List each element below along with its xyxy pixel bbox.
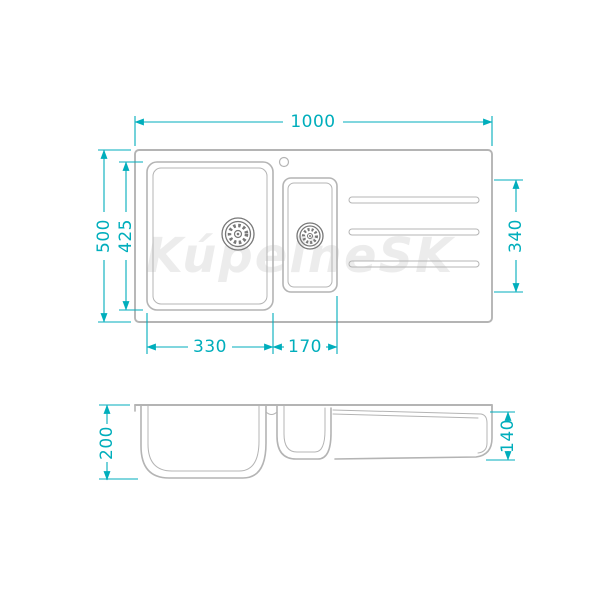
main-drain-grate	[227, 223, 249, 245]
top-view	[134, 149, 493, 323]
drainer-surface-bottom	[332, 413, 479, 419]
dim-label-overall-width: 1000	[290, 112, 335, 132]
drainer-surface-top	[332, 409, 482, 415]
half-drain-center	[309, 235, 311, 237]
drainer-groove	[348, 228, 480, 236]
drainer-groove	[348, 260, 480, 268]
dim-label-bowl-depth: 200	[97, 426, 117, 460]
main-bowl-section-outer	[140, 405, 267, 479]
main-drain-ring	[221, 217, 255, 251]
half-bowl-section-inner	[283, 405, 326, 453]
half-drain-grate	[302, 228, 318, 244]
main-drain-center	[236, 232, 240, 236]
drains	[221, 217, 324, 251]
half-bowl-inner-rim	[287, 182, 333, 288]
main-bowl-outer-rim	[146, 161, 274, 311]
main-drain-ring	[224, 220, 252, 248]
dim-label-end-depth: 140	[498, 419, 518, 453]
half-bowl-section-outer	[276, 405, 332, 460]
half-bowl-outer-rim	[282, 177, 338, 293]
main-bowl-section-inner	[147, 405, 260, 472]
side-view	[134, 404, 493, 479]
bowl-divider	[265, 411, 278, 415]
sink-outline	[134, 149, 493, 323]
half-drain-ring	[307, 233, 313, 239]
underside-shell	[334, 405, 493, 460]
tap-hole	[278, 156, 290, 168]
dim-label-drainer-length: 340	[506, 219, 526, 253]
watermark: KúpeľneSK	[146, 228, 456, 284]
half-drain-ring	[299, 225, 321, 247]
right-inner-wall	[477, 413, 488, 454]
half-drain-ring	[296, 222, 324, 250]
dim-label-inner-depth: 425	[116, 219, 136, 253]
drainer-groove	[348, 196, 480, 204]
main-drain-ring	[233, 229, 243, 239]
dimension-labels: 1000 500 425 340 330 170 200 140	[94, 112, 526, 460]
dim-label-overall-depth: 500	[94, 219, 114, 253]
dimension-lines	[98, 116, 523, 481]
dim-label-half-bowl-width: 170	[288, 337, 322, 357]
main-bowl-inner-rim	[152, 167, 268, 305]
dim-label-main-bowl-width: 330	[193, 337, 227, 357]
